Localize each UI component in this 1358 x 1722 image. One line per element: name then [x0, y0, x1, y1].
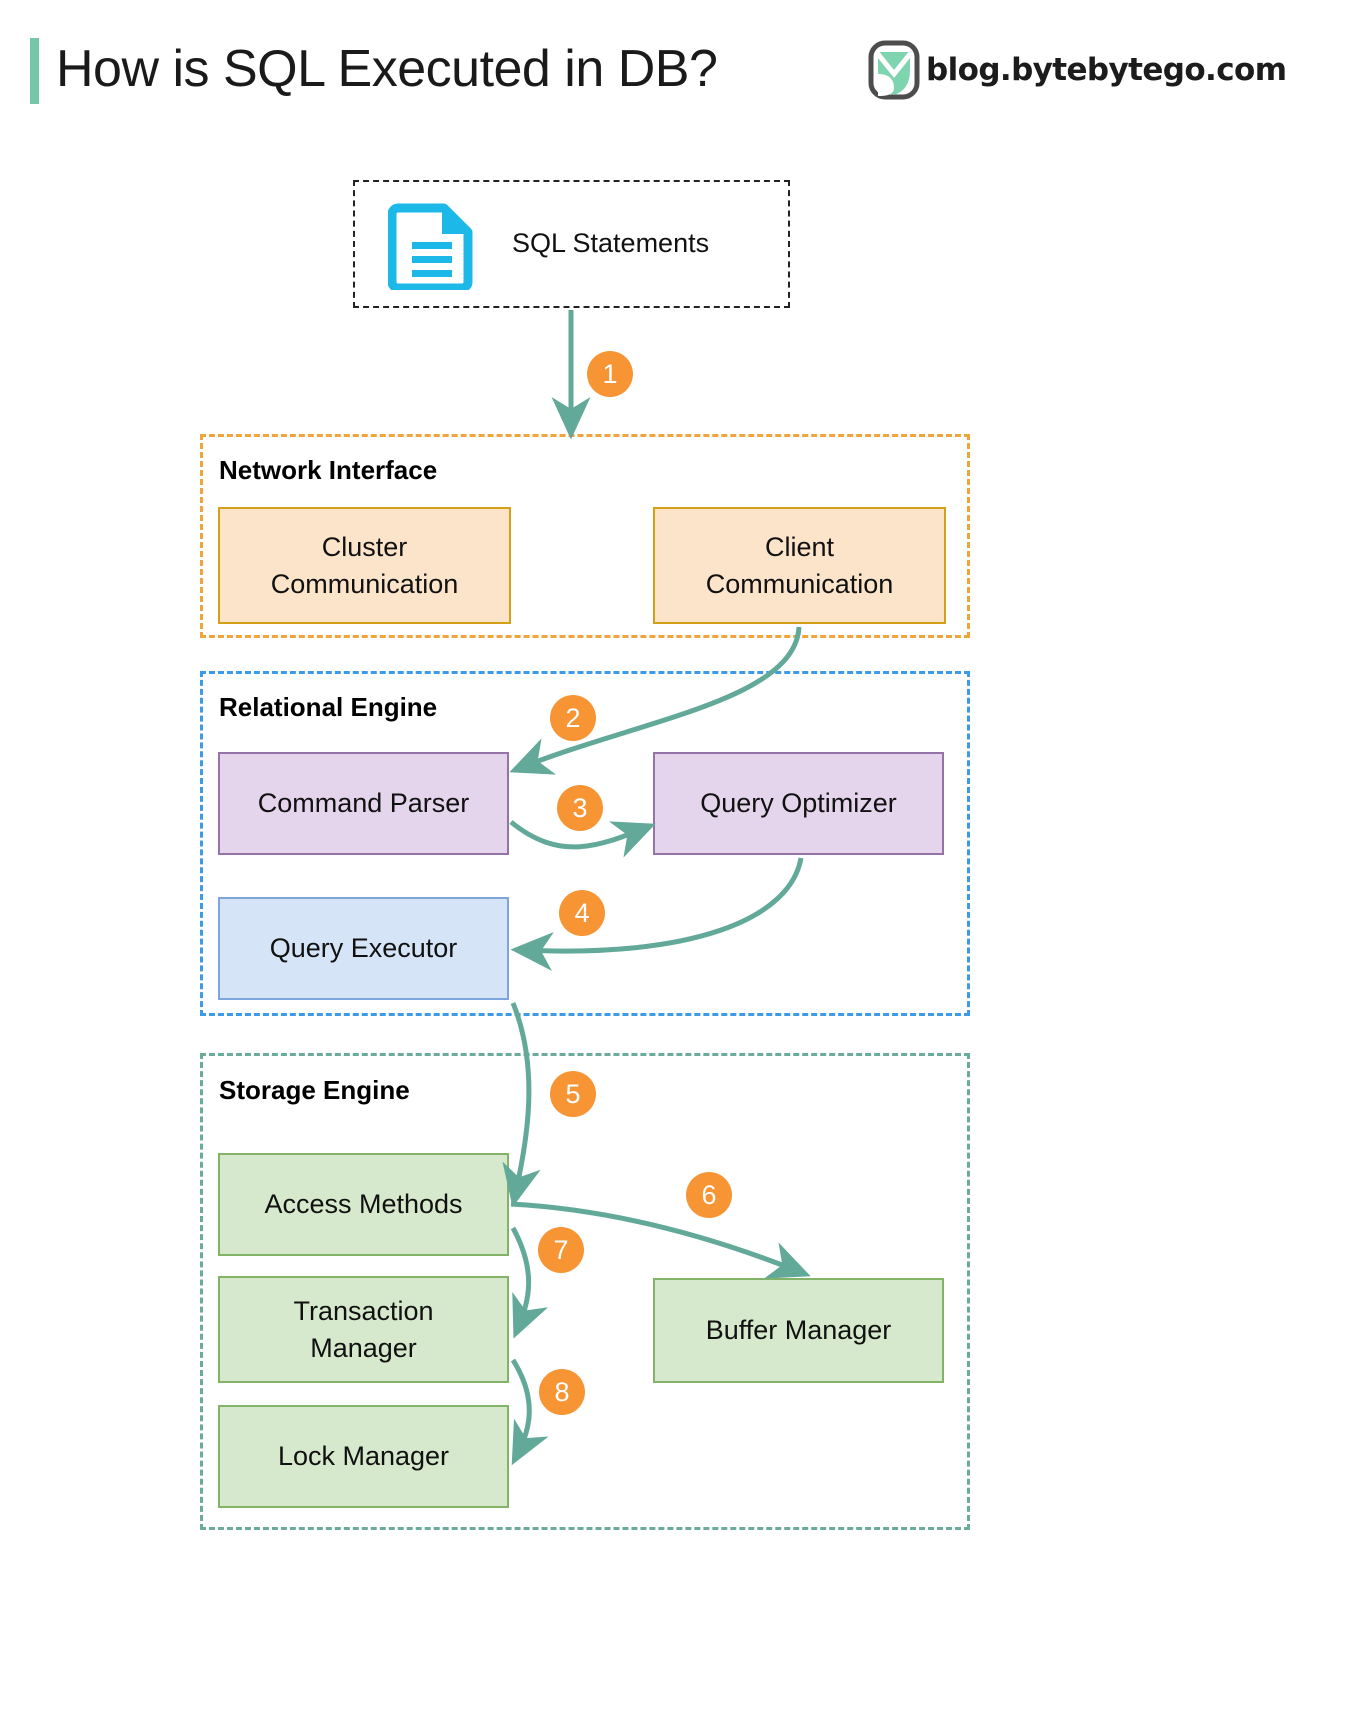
node-lock-manager[interactable]: Lock Manager — [218, 1405, 509, 1508]
step-badge-2: 2 — [550, 695, 596, 741]
step-badge-4: 4 — [559, 890, 605, 936]
node-label-command-parser: Command Parser — [257, 788, 470, 819]
step-badge-5: 5 — [550, 1071, 596, 1117]
group-label-network-interface: Network Interface — [219, 455, 438, 485]
node-query-optimizer[interactable]: Query Optimizer — [653, 752, 944, 855]
node-label-query-optimizer: Query Optimizer — [700, 788, 897, 819]
brand-block: blog.bytebytego.com — [868, 40, 1287, 100]
group-label-storage-engine: Storage Engine — [219, 1075, 410, 1105]
step-badge-6: 6 — [686, 1172, 732, 1218]
node-label-buffer-manager: Buffer Manager — [705, 1315, 892, 1346]
page-title: How is SQL Executed in DB? — [56, 40, 718, 98]
page-header: How is SQL Executed in DB? blog.bytebyte… — [0, 0, 1358, 140]
node-buffer-manager[interactable]: Buffer Manager — [653, 1278, 944, 1383]
title-accent-bar — [30, 38, 39, 104]
step-badge-8: 8 — [539, 1369, 585, 1415]
step-badge-7: 7 — [538, 1227, 584, 1273]
node-command-parser[interactable]: Command Parser — [218, 752, 509, 855]
node-label-lock-manager: Lock Manager — [277, 1441, 450, 1472]
sql-statements-label: SQL Statements — [512, 228, 710, 258]
bytebytego-logo-icon — [868, 40, 920, 100]
group-label-relational-engine: Relational Engine — [219, 692, 438, 722]
node-query-executor[interactable]: Query Executor — [218, 897, 509, 1000]
node-label-query-executor: Query Executor — [269, 933, 458, 964]
document-icon — [388, 203, 473, 290]
step-badge-1: 1 — [587, 351, 633, 397]
node-access-methods[interactable]: Access Methods — [218, 1153, 509, 1256]
node-label-access-methods: Access Methods — [264, 1189, 463, 1220]
step-badge-3: 3 — [557, 785, 603, 831]
brand-text: blog.bytebytego.com — [926, 52, 1287, 88]
